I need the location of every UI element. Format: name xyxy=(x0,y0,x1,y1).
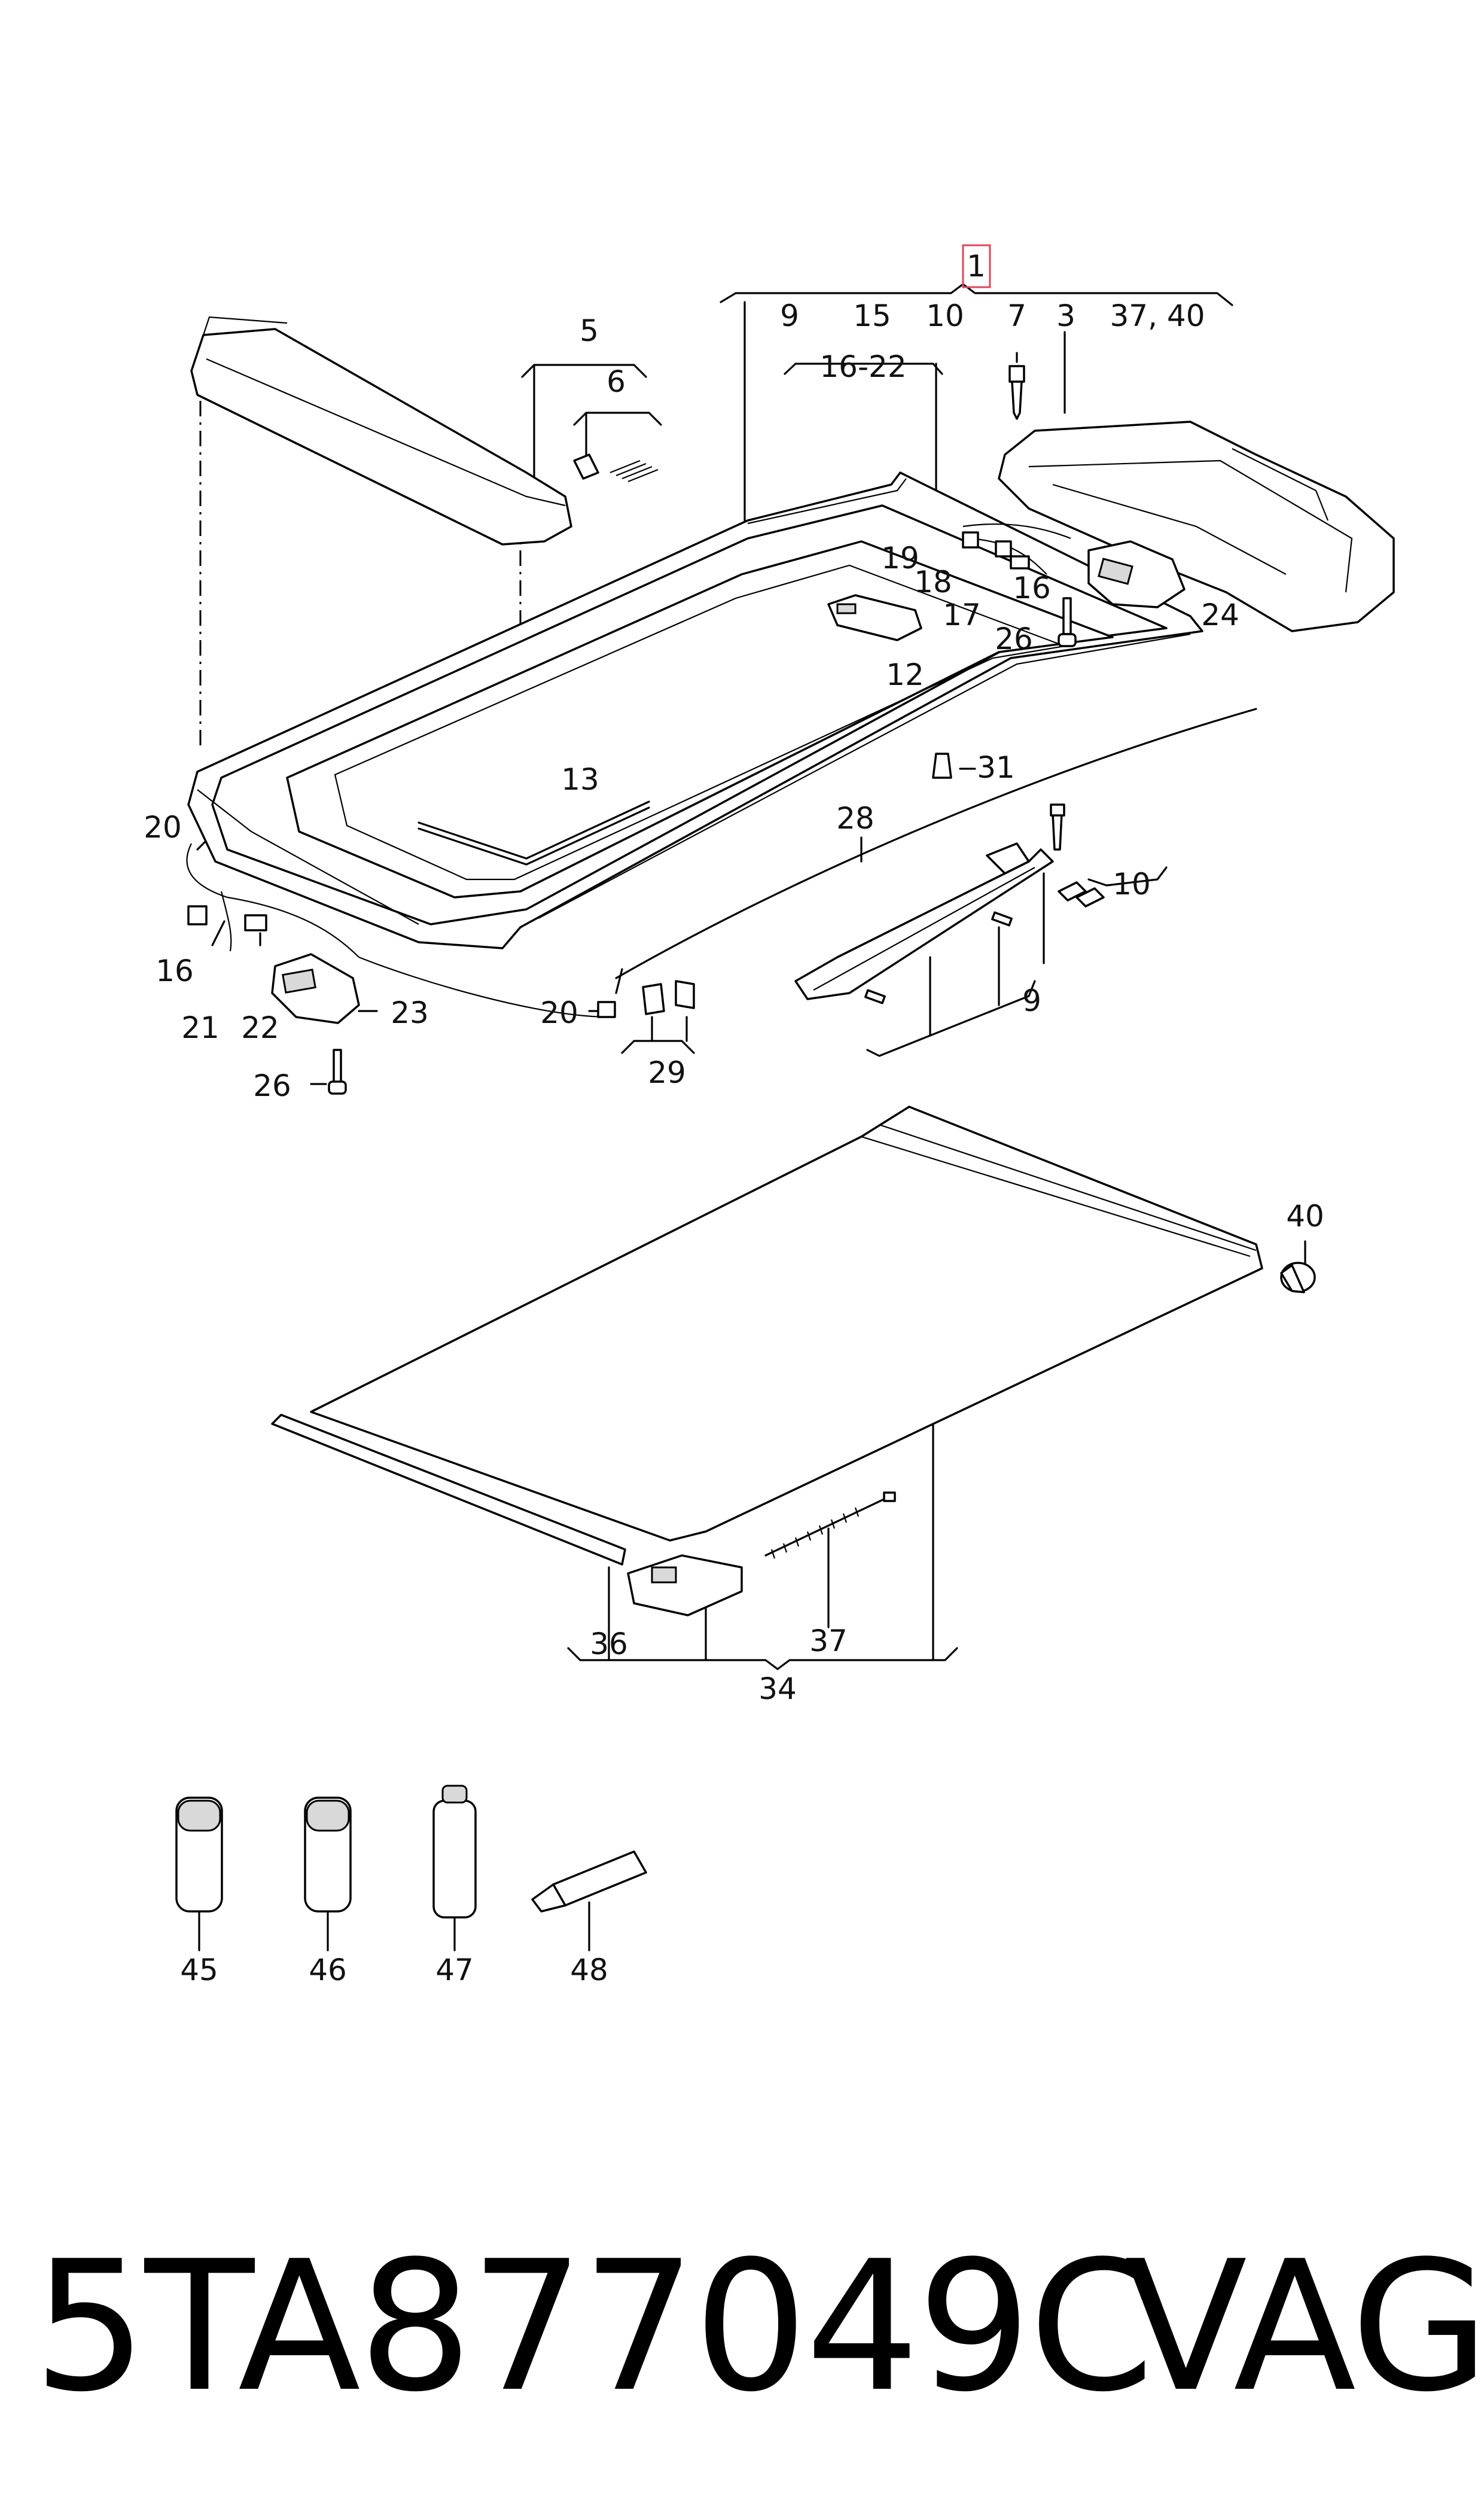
bolt-26-top-part xyxy=(1058,597,1077,647)
callout-16-top: 16 xyxy=(1013,571,1051,605)
callout-36: 36 xyxy=(590,1627,628,1661)
bolt-26-left-part xyxy=(328,1049,347,1095)
callout-23: 23 xyxy=(391,995,429,1030)
callout-5: 5 xyxy=(580,313,599,348)
callout-3: 3 xyxy=(1056,299,1075,333)
callout-48: 48 xyxy=(570,1953,608,1987)
callout-40: 40 xyxy=(1286,1199,1324,1234)
wiring-left-part xyxy=(186,843,616,1018)
can-46-part xyxy=(304,1797,352,1913)
callout-45: 45 xyxy=(180,1953,218,1987)
callout-29: 29 xyxy=(648,1055,686,1090)
callout-21: 21 xyxy=(181,1010,220,1045)
callout-22: 22 xyxy=(241,1010,279,1045)
brand-label: VAG xyxy=(1125,2222,1484,2431)
front-trim-part xyxy=(190,316,572,546)
wiring-top-part xyxy=(962,523,1071,575)
clips-29-part xyxy=(642,980,695,1015)
callout-16-22: 16-22 xyxy=(819,349,906,384)
callout-24: 24 xyxy=(1201,598,1239,632)
callout-26-left: 26 xyxy=(253,1068,291,1103)
sunshade-part xyxy=(310,1106,1263,1542)
callout-17: 17 xyxy=(943,598,981,632)
callout-28: 28 xyxy=(836,801,874,836)
callout-20-cable: 20 xyxy=(540,995,578,1030)
tube-48-part xyxy=(531,1850,647,1913)
seal-strip-part xyxy=(418,800,650,866)
callout-18: 18 xyxy=(914,565,952,599)
callout-20-left: 20 xyxy=(144,810,182,845)
callout-15: 15 xyxy=(853,299,891,333)
callout-12: 12 xyxy=(886,657,924,692)
spring-37-part xyxy=(764,1491,896,1559)
part-number: 5TA877049C xyxy=(33,2222,1154,2431)
callout-37: 37 xyxy=(809,1624,848,1658)
cable-28-part xyxy=(615,708,1257,994)
callout-10-right: 10 xyxy=(1113,867,1151,902)
sunshade-slider-part xyxy=(627,1554,743,1616)
sunroof-frame xyxy=(187,471,1203,949)
callout-34: 34 xyxy=(758,1671,797,1706)
callout-7: 7 xyxy=(1007,299,1026,333)
callout-47: 47 xyxy=(435,1953,474,1987)
callout-labels: 1 9 15 10 7 3 37, 40 16-22 5 6 19 18 17 … xyxy=(144,244,1324,1987)
end-cap-40-part xyxy=(1280,1262,1316,1293)
callout-13: 13 xyxy=(561,762,599,797)
callout-26-top: 26 xyxy=(995,622,1033,656)
highlight-box-1 xyxy=(962,244,991,288)
cartridge-47-part xyxy=(432,1785,477,1919)
callout-10-top: 10 xyxy=(926,299,964,333)
rear-housing-part xyxy=(998,421,1395,632)
spring-clip-part xyxy=(573,453,659,483)
callout-1: 1 xyxy=(967,249,986,284)
callout-31: 31 xyxy=(977,750,1015,785)
bolt-part xyxy=(1008,365,1025,420)
strip-36-part xyxy=(271,1414,626,1566)
callout-9-bottom: 9 xyxy=(1022,984,1041,1018)
callout-46: 46 xyxy=(309,1953,347,1987)
clip-31-part xyxy=(932,753,952,779)
guide-rail-part xyxy=(794,803,1105,1004)
motor-24-part xyxy=(1087,540,1186,608)
callout-16-left: 16 xyxy=(156,954,194,988)
control-unit-part xyxy=(827,594,922,641)
callout-37-40: 37, 40 xyxy=(1110,299,1205,333)
callout-9-top: 9 xyxy=(780,299,799,333)
motor-23-part xyxy=(271,953,360,1024)
callout-19: 19 xyxy=(881,541,919,576)
can-45-part xyxy=(175,1797,223,1913)
callout-6: 6 xyxy=(607,364,626,399)
